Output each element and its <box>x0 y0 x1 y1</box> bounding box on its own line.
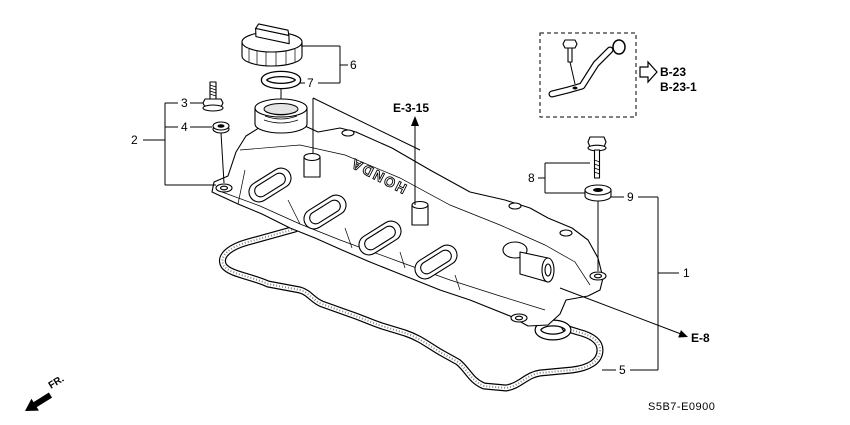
bracket-bolt-head <box>562 39 578 49</box>
reference-arrow-e3-15 <box>411 116 419 205</box>
inset-dashed-frame <box>539 32 637 118</box>
diagram-code: S5B7-E0900 <box>648 401 715 413</box>
mount-hole-bore <box>593 273 603 279</box>
mount-hole-bore <box>514 315 524 321</box>
callout-leaders <box>143 45 679 371</box>
stud-boss-1 <box>303 152 321 178</box>
spark-plug-opening-bore <box>420 249 452 275</box>
reference-label-e8[interactable]: E-8 <box>691 331 710 345</box>
reference-line-diagonal <box>312 97 421 151</box>
cover-bolt-left <box>202 81 224 112</box>
bolt-thread <box>594 159 600 175</box>
spark-plug-opening-bore <box>254 172 286 198</box>
callout-9[interactable]: 9 <box>627 190 634 204</box>
gasket-plug-ring-face <box>535 320 571 340</box>
assembly-line-washer-to-hole <box>220 132 225 184</box>
arrow-right-icon <box>678 330 688 338</box>
hollow-arrow-right-icon <box>639 60 658 84</box>
mount-hole-bore <box>219 185 229 191</box>
arrow-down-left-icon <box>25 392 53 411</box>
reference-arrow-shaft <box>559 287 682 335</box>
callout-6[interactable]: 6 <box>350 58 357 72</box>
stud-boss-top <box>303 152 321 162</box>
filler-neck-thread <box>263 111 299 124</box>
spark-plug-opening-4 <box>414 244 458 280</box>
bolt-thread <box>209 84 217 97</box>
bracket-assembly-line <box>569 61 576 85</box>
bracket-mount-hole <box>572 86 578 90</box>
spark-plug-opening-bore <box>364 225 396 251</box>
breather-port <box>502 241 555 283</box>
reference-label-e3-15[interactable]: E-3-15 <box>393 101 429 115</box>
sealing-washer-left <box>212 121 230 134</box>
inset-harness-bracket <box>539 32 658 118</box>
spark-plug-opening-3 <box>358 220 402 256</box>
bolt-flange <box>202 104 224 112</box>
cover-bolt-right <box>587 136 607 179</box>
spark-plug-opening-2 <box>303 194 347 230</box>
stud-boss-top <box>411 200 429 210</box>
cover-boss-small-3 <box>559 229 573 237</box>
reference-label-b23-1[interactable]: B-23-1 <box>660 80 697 94</box>
breather-port-bore <box>544 263 552 277</box>
cap-knurl <box>248 49 296 66</box>
callout-1[interactable]: 1 <box>683 266 690 280</box>
filler-cap-seal <box>260 70 302 90</box>
cap-grip-top <box>255 23 290 37</box>
seal-ring-face <box>262 72 300 88</box>
cover-boss-small-2 <box>508 202 522 210</box>
cap-grip <box>255 23 290 45</box>
bracket-clip <box>612 39 626 55</box>
grommet-right <box>584 184 612 202</box>
stud-boss-2 <box>411 200 429 226</box>
spark-plug-opening-bore <box>309 199 341 225</box>
mount-hole-right <box>589 271 607 281</box>
reference-arrow-e8 <box>559 287 688 338</box>
cylinder-head-cover: HONDA <box>211 98 607 327</box>
bracket-strip-face <box>549 47 613 97</box>
mount-hole-left <box>215 183 233 193</box>
callout-2[interactable]: 2 <box>131 133 138 147</box>
callout-8[interactable]: 8 <box>528 171 535 185</box>
cover-rib-lines <box>237 169 461 291</box>
oil-filler-cap <box>241 23 303 67</box>
assembly-lines <box>220 88 599 271</box>
gasket-texture <box>221 228 602 390</box>
head-cover-gasket <box>219 225 604 392</box>
reference-label-b23[interactable]: B-23 <box>660 65 686 79</box>
callout-3[interactable]: 3 <box>181 96 188 110</box>
spark-plug-opening-1 <box>248 167 292 203</box>
grommet-hole <box>593 188 603 192</box>
arrow-up-icon <box>411 116 419 126</box>
cover-boss-small-1 <box>341 129 355 137</box>
cover-top-face-edge <box>239 144 591 286</box>
oil-filler-neck <box>254 98 308 134</box>
callout-7[interactable]: 7 <box>307 76 314 90</box>
mount-hole-front <box>510 313 528 323</box>
callout-4[interactable]: 4 <box>181 120 188 134</box>
callout-5[interactable]: 5 <box>619 363 626 377</box>
bracket-bolt-shaft <box>567 47 573 63</box>
washer-hole <box>217 124 225 128</box>
filler-neck-opening <box>263 103 299 115</box>
